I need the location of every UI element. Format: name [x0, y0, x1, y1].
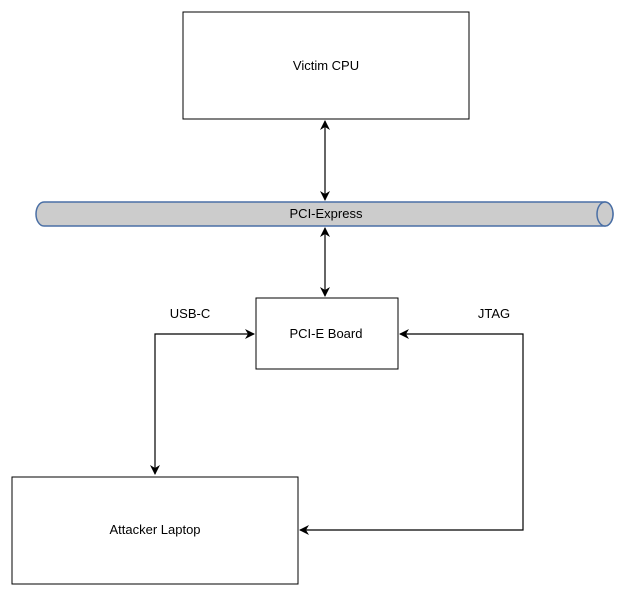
- usb-c-connection: USB-C: [150, 306, 255, 475]
- victim-cpu-node: Victim CPU: [182, 11, 470, 120]
- pci-express-bus: PCI-Express: [35, 201, 614, 227]
- pci-express-label: PCI-Express: [290, 206, 363, 221]
- attacker-laptop-label: Attacker Laptop: [109, 522, 200, 537]
- pcie-board-node: PCI-E Board: [255, 297, 399, 370]
- pcie-board-label: PCI-E Board: [290, 326, 363, 341]
- victim-cpu-label: Victim CPU: [293, 58, 359, 73]
- jtag-label: JTAG: [478, 306, 510, 321]
- attacker-laptop-node: Attacker Laptop: [11, 476, 299, 585]
- jtag-connection: JTAG: [299, 306, 524, 535]
- usb-c-label: USB-C: [170, 306, 210, 321]
